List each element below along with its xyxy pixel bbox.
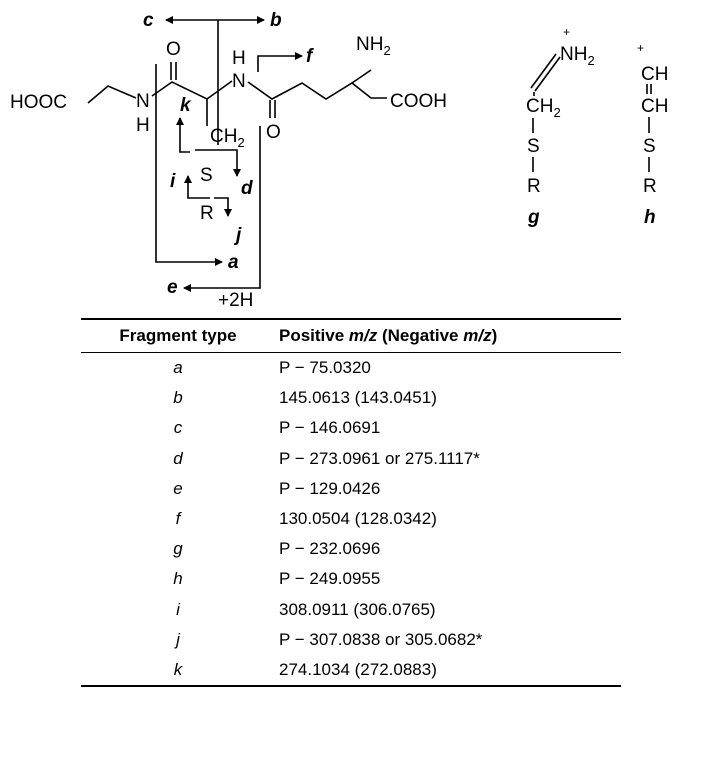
fragment-label-f: f <box>306 46 314 67</box>
h-ch-top-label: CH <box>641 64 668 85</box>
g-plus-sign: + <box>563 25 570 39</box>
amide-h-1: H <box>136 115 150 136</box>
fragment-label-k: k <box>180 95 192 116</box>
ch2-label: CH2 <box>210 126 245 150</box>
mz-value-cell: P − 249.0955 <box>279 569 381 589</box>
carbonyl-o-2: O <box>266 122 281 143</box>
fragment-label-j: j <box>233 225 242 246</box>
mz-value-cell: P − 273.0961 or 275.1117* <box>279 448 480 468</box>
table-body: a P − 75.0320 b 145.0613 (143.0451) c P − 146… <box>81 353 621 685</box>
fragment-table: Fragment type Positive m/z (Negative m/z… <box>81 318 621 688</box>
fragment-label-h: h <box>644 207 656 228</box>
fragment-label-c: c <box>143 10 154 31</box>
fragment-label-d: d <box>241 178 253 199</box>
fragment-label-a: a <box>228 252 239 273</box>
table-header: Fragment type Positive m/z (Negative m/z… <box>81 320 621 352</box>
backbone-bonds <box>87 62 387 126</box>
fragmentation-arrows <box>155 16 303 292</box>
fragment-type-cell: j <box>176 629 180 649</box>
cooh-label: COOH <box>390 91 447 112</box>
table-bottom-rule <box>81 685 621 688</box>
table-row: c P − 146.0691 <box>81 413 621 443</box>
fragment-type-cell: d <box>173 448 183 468</box>
h-sulfur-label: S <box>643 136 656 157</box>
g-nh2-label: NH2 <box>560 44 595 68</box>
mz-value-cell: 308.0911 (306.0765) <box>279 599 436 619</box>
fragment-type-cell: f <box>175 509 181 529</box>
fragment-type-cell: i <box>176 599 180 619</box>
mz-value-cell: P − 307.0838 or 305.0682* <box>279 629 483 649</box>
table-row: k 274.1034 (272.0883) <box>81 655 621 685</box>
h-ch-bottom-label: CH <box>641 96 668 117</box>
table-row: d P − 273.0961 or 275.1117* <box>81 444 621 474</box>
mz-value-cell: P − 232.0696 <box>279 539 381 559</box>
fragment-h-structure: + CH CH S R h <box>637 41 668 228</box>
hooc-label: HOOC <box>10 92 67 113</box>
amide-n-2: N <box>232 71 246 92</box>
fragment-label-e: e <box>167 277 178 298</box>
g-ch2-label: CH2 <box>526 96 561 120</box>
mz-header: Positive m/z (Negative m/z) <box>279 326 498 345</box>
table-row: a P − 75.0320 <box>81 353 621 383</box>
table-header-rule <box>81 352 621 353</box>
carbonyl-o-1: O <box>166 39 181 60</box>
fragment-g-structure: + NH2 CH2 S R g <box>526 25 595 228</box>
fragment-type-cell: h <box>173 569 183 589</box>
table-row: f 130.0504 (128.0342) <box>81 504 621 534</box>
table-row: i 308.0911 (306.0765) <box>81 595 621 625</box>
mz-value-cell: P − 146.0691 <box>279 418 381 438</box>
amide-h-2: H <box>232 48 246 69</box>
h-r-label: R <box>643 176 657 197</box>
fragment-type-cell: e <box>173 478 183 498</box>
g-sulfur-label: S <box>527 136 540 157</box>
table-row: h P − 249.0955 <box>81 564 621 594</box>
fragment-type-cell: a <box>173 358 183 378</box>
table-row: j P − 307.0838 or 305.0682* <box>81 625 621 655</box>
fragment-label-b: b <box>270 10 282 31</box>
sulfur-label: S <box>200 165 213 186</box>
fragment-type-cell: b <box>173 388 183 408</box>
amide-n-1: N <box>136 91 150 112</box>
table-row: e P − 129.0426 <box>81 474 621 504</box>
mz-value-cell: 145.0613 (143.0451) <box>279 388 437 408</box>
fragmentation-scheme: HOOC N H O H N O CH2 S R NH2 COOH +2H c … <box>10 10 668 311</box>
g-r-label: R <box>527 176 541 197</box>
plus-2h-label: +2H <box>218 290 253 311</box>
fragment-type-cell: c <box>173 418 183 438</box>
r-group-label: R <box>200 203 214 224</box>
fragment-label-g: g <box>527 207 540 228</box>
fragment-type-header: Fragment type <box>119 326 237 345</box>
mz-value-cell: P − 75.0320 <box>279 358 371 378</box>
fragment-label-i: i <box>170 171 176 192</box>
h-plus-sign: + <box>637 41 644 55</box>
mz-value-cell: P − 129.0426 <box>279 478 381 498</box>
table-top-rule <box>81 318 621 320</box>
table-row: b 145.0613 (143.0451) <box>81 383 621 413</box>
table-row: g P − 232.0696 <box>81 534 621 564</box>
fragment-type-cell: g <box>173 539 183 559</box>
nh2-label: NH2 <box>356 34 391 58</box>
mz-value-cell: 274.1034 (272.0883) <box>279 659 437 679</box>
fragment-type-cell: k <box>173 659 183 679</box>
mz-value-cell: 130.0504 (128.0342) <box>279 509 437 529</box>
